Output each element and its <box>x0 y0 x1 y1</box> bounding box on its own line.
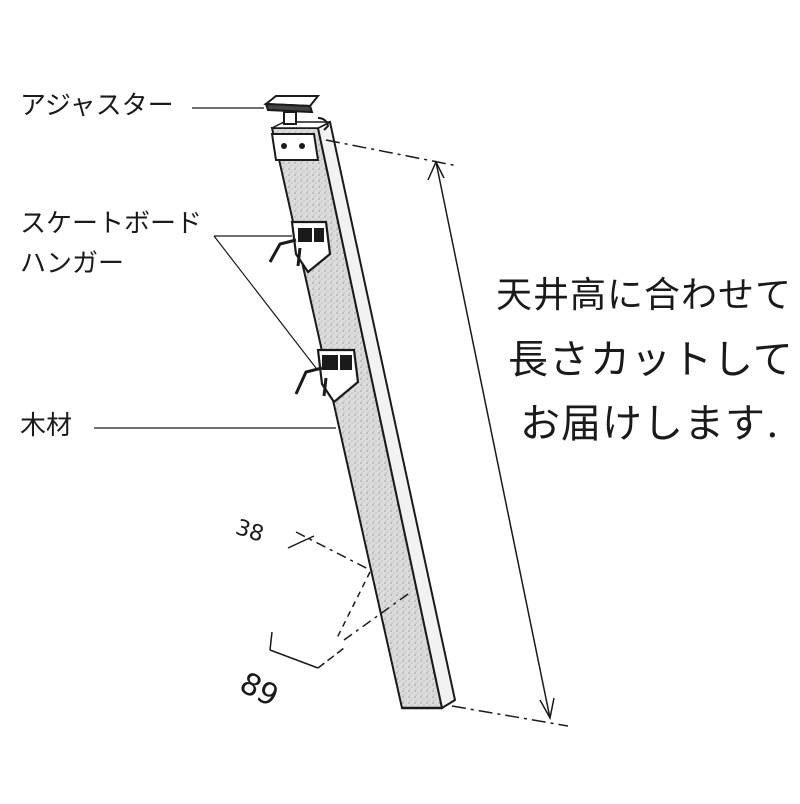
height-dimension <box>325 139 569 727</box>
label-hanger-line2: ハンガー <box>20 249 125 279</box>
note-line2: 長さカットして <box>508 337 794 383</box>
label-hanger-line1: スケートボード <box>20 209 203 239</box>
dimension-depth: 38 <box>232 515 266 547</box>
skateboard-hanger-lower <box>294 348 360 404</box>
top-bracket <box>270 133 320 161</box>
label-wood: 木材 <box>20 411 73 441</box>
skateboard-hanger-upper <box>268 220 332 274</box>
note-line3: お届けします. <box>520 401 780 447</box>
section-dimensions <box>269 531 409 669</box>
wood-post-front <box>270 127 444 709</box>
dimension-width: 89 <box>234 666 284 715</box>
adjuster-part <box>263 95 330 131</box>
leader-lines <box>94 107 336 429</box>
wood-post-top <box>271 121 331 129</box>
note-line1: 天井高に合わせて <box>496 275 793 316</box>
label-adjuster: アジャスター <box>20 91 174 121</box>
